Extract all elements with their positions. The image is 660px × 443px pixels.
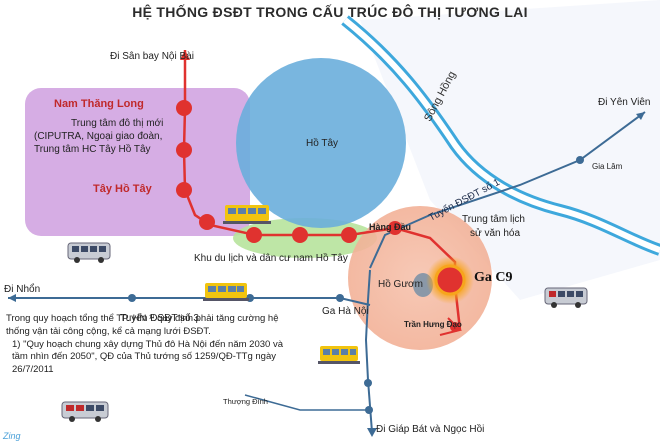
station-south-1[interactable]	[364, 379, 372, 387]
planning-note-footnote: 1) "Quy hoạch chung xây dựng Thủ đô Hà N…	[12, 338, 283, 376]
station-red-8[interactable]	[341, 227, 357, 243]
metro-line-1	[369, 111, 646, 269]
station-new-city-center[interactable]	[176, 142, 192, 158]
station-red-7[interactable]	[292, 227, 308, 243]
station-hang-dau[interactable]	[388, 221, 402, 235]
label-line-3: Tuyến ĐSĐT số 3	[120, 313, 199, 324]
bus-icon	[61, 401, 109, 422]
label-tran-hung-dao: Trần Hưng Đạo	[404, 320, 462, 329]
label-tourism-area: Khu du lịch và dân cư nam Hồ Tây	[194, 253, 348, 264]
label-historic-center-1: Trung tâm lịch	[462, 214, 525, 225]
label-nhon: Đi Nhổn	[4, 284, 41, 295]
label-hang-dau: Hàng Đầu	[369, 222, 412, 232]
label-thuong-dinh: Thượng Đình	[223, 397, 268, 406]
label-ga-c9: Ga C9	[474, 270, 513, 285]
label-nam-thang-long: Nam Thăng Long	[54, 98, 144, 110]
lake-icon	[236, 58, 406, 228]
background-wash	[360, 0, 660, 300]
label-ho-tay: Hồ Tây	[306, 138, 339, 149]
station-red-6[interactable]	[246, 227, 262, 243]
purple-zone	[25, 88, 250, 236]
station-tran-hung-dao[interactable]	[450, 322, 460, 332]
label-noi-bai: Đi Sân bay Nội Bài	[110, 51, 194, 62]
label-giap-bat: Đi Giáp Bát và Ngọc Hồi	[376, 424, 485, 435]
map-title: HỆ THỐNG ĐSĐT TRONG CẤU TRÚC ĐÔ THỊ TƯƠN…	[132, 4, 528, 20]
label-yen-vien: Đi Yên Viên	[598, 97, 651, 108]
station-line3-a[interactable]	[128, 294, 136, 302]
train-icon	[318, 346, 360, 364]
bus-icon	[67, 242, 111, 263]
train-icon	[223, 205, 271, 224]
train-icon	[203, 283, 249, 301]
watermark: Zing	[3, 431, 21, 441]
label-tay-ho-tay: Tây Hồ Tây	[93, 183, 152, 195]
bus-icon	[544, 287, 588, 308]
label-gia-lam: Gia Lâm	[592, 162, 623, 171]
station-ga-c9[interactable]	[434, 264, 466, 296]
label-ga-ha-noi: Ga Hà Nội	[322, 306, 369, 317]
station-tay-ho-tay[interactable]	[176, 182, 192, 198]
planning-note-body: Trong quy hoạch tổng thể TP. HN ¹⁾ quy đ…	[6, 313, 279, 337]
station-south-2[interactable]	[365, 406, 373, 414]
label-ho-guom: Hồ Gươm	[378, 279, 423, 290]
planning-note: Trong quy hoạch tổng thể TP. HN ¹⁾ quy đ…	[6, 313, 296, 377]
blue-stations	[128, 156, 584, 414]
label-new-city-center: Trung tâm đô thị mới	[71, 118, 164, 129]
metro-line-south	[364, 269, 373, 433]
station-gia-lam[interactable]	[576, 156, 584, 164]
label-tay-ho-admin: Trung tâm HC Tây Hồ Tây	[34, 144, 151, 155]
label-historic-center-2: sử văn hóa	[470, 228, 521, 239]
station-nam-thang-long[interactable]	[176, 100, 192, 116]
label-ciputra: (CIPUTRA, Ngoại giao đoàn,	[34, 131, 163, 142]
red-stations	[176, 100, 402, 243]
station-ga-ha-noi[interactable]	[336, 294, 344, 302]
station-red-5[interactable]	[199, 214, 215, 230]
